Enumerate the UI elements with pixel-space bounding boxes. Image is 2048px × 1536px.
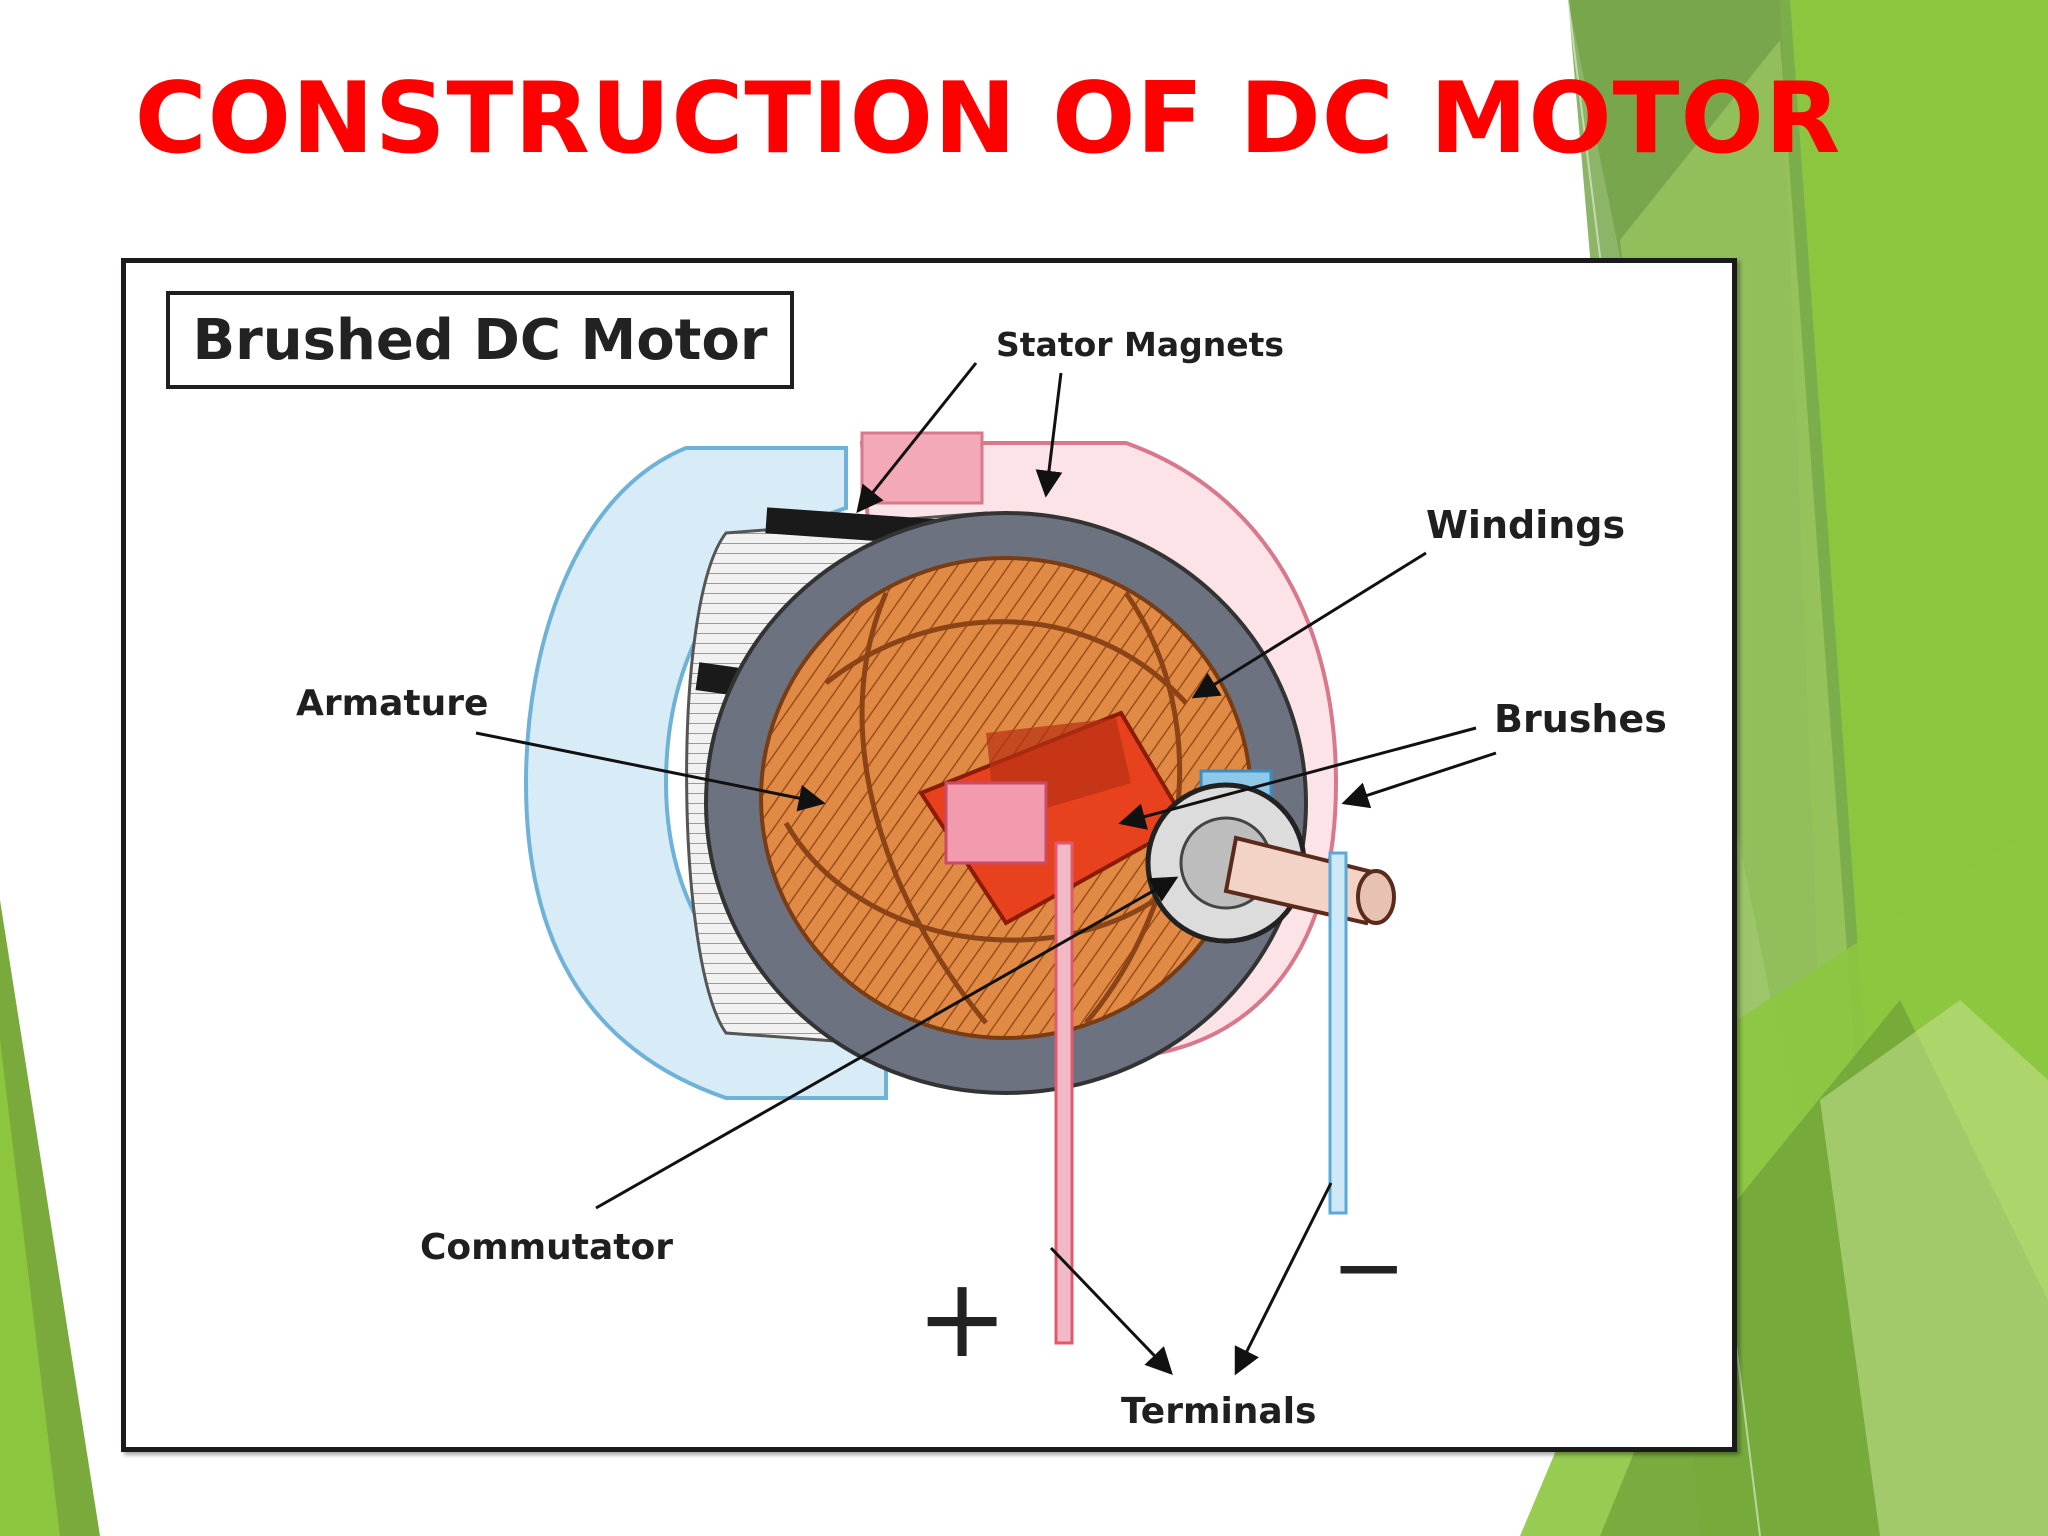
diagram-title: Brushed DC Motor: [192, 307, 768, 373]
label-stator-magnets: Stator Magnets: [996, 325, 1285, 364]
arrow-brush-negative: [1341, 751, 1497, 809]
brush-positive: [944, 781, 1048, 865]
arrow-commutator: [595, 876, 1179, 1210]
arrow-terminal-negative: [1234, 1182, 1333, 1376]
terminal-negative: [1328, 851, 1348, 1215]
arrow-armature: [475, 731, 826, 812]
arrow-stator-left: [856, 362, 978, 514]
label-terminals: Terminals: [1121, 1391, 1317, 1432]
motor-illustration: [475, 362, 1497, 1376]
diagram-frame: Brushed DC Motor Stator Magnets Windings…: [121, 258, 1737, 1452]
label-negative-sign: −: [1331, 1215, 1407, 1320]
terminal-positive: [1054, 841, 1074, 1345]
label-windings: Windings: [1426, 503, 1626, 547]
label-brushes: Brushes: [1494, 697, 1667, 741]
arrow-brush-positive: [1118, 726, 1477, 830]
label-armature: Armature: [296, 683, 489, 724]
arrow-stator-right: [1035, 372, 1063, 498]
label-positive-sign: +: [916, 1254, 1009, 1382]
arrow-windings: [1191, 551, 1427, 699]
windings-loop-3: [859, 592, 988, 1025]
slide-title: CONSTRUCTION OF DC MOTOR: [134, 62, 1842, 176]
diagram-title-box: Brushed DC Motor: [166, 291, 794, 389]
shaft-end: [1356, 869, 1396, 925]
arrow-terminal-positive: [1049, 1246, 1173, 1375]
stator-pink-top-tab: [860, 431, 984, 505]
bg-left-shard-2: [0, 1040, 60, 1536]
label-commutator: Commutator: [420, 1227, 674, 1268]
bg-shard-7: [1820, 1000, 2048, 1536]
